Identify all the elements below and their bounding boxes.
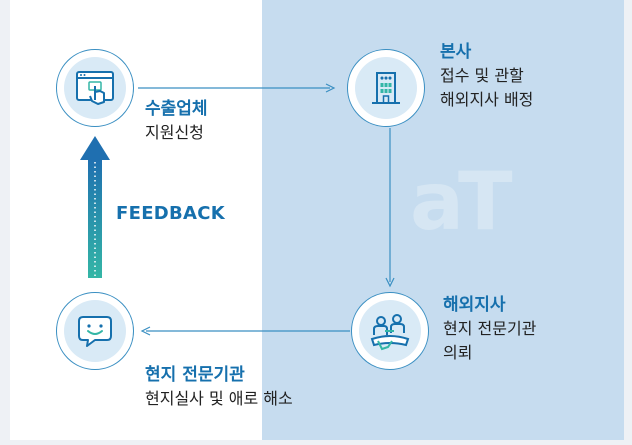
local-desc: 현지실사 및 애로 해소 <box>145 389 293 408</box>
exporter-title: 수출업체 <box>145 99 208 119</box>
branch-desc-line2: 의뢰 <box>443 343 473 362</box>
feedback-label: FEEDBACK <box>116 203 226 224</box>
arrowhead-branch <box>385 277 395 288</box>
node-local <box>56 292 134 370</box>
label-local: 현지 전문기관 현지실사 및 애로 해소 <box>145 363 293 411</box>
overseas-panel <box>262 0 624 440</box>
node-exporter <box>56 49 134 127</box>
arrowhead-hq <box>325 83 336 93</box>
building-icon <box>372 72 400 104</box>
local-title: 현지 전문기관 <box>145 365 245 385</box>
label-branch: 해외지사 현지 전문기관 의뢰 <box>443 293 536 365</box>
hq-desc-line1: 접수 및 관할 <box>440 66 524 85</box>
click-icon <box>76 71 114 105</box>
meeting-icon <box>370 314 410 351</box>
branch-title: 해외지사 <box>443 295 506 315</box>
feedback-arrowhead <box>80 136 110 160</box>
label-exporter: 수출업체 지원신청 <box>145 97 208 145</box>
domestic-panel <box>10 0 262 440</box>
hq-title: 본사 <box>440 42 472 62</box>
arrowhead-local <box>140 326 151 336</box>
exporter-desc: 지원신청 <box>145 123 204 142</box>
feedback-arrow-shaft <box>88 158 102 278</box>
chat-smile-icon <box>78 316 112 347</box>
label-hq: 본사 접수 및 관할 해외지사 배정 <box>440 40 533 112</box>
node-branch <box>351 292 429 370</box>
watermark-logo: aT <box>410 155 513 248</box>
hq-desc-line2: 해외지사 배정 <box>440 90 534 109</box>
node-hq <box>347 49 425 127</box>
branch-desc-line1: 현지 전문기관 <box>443 319 537 338</box>
